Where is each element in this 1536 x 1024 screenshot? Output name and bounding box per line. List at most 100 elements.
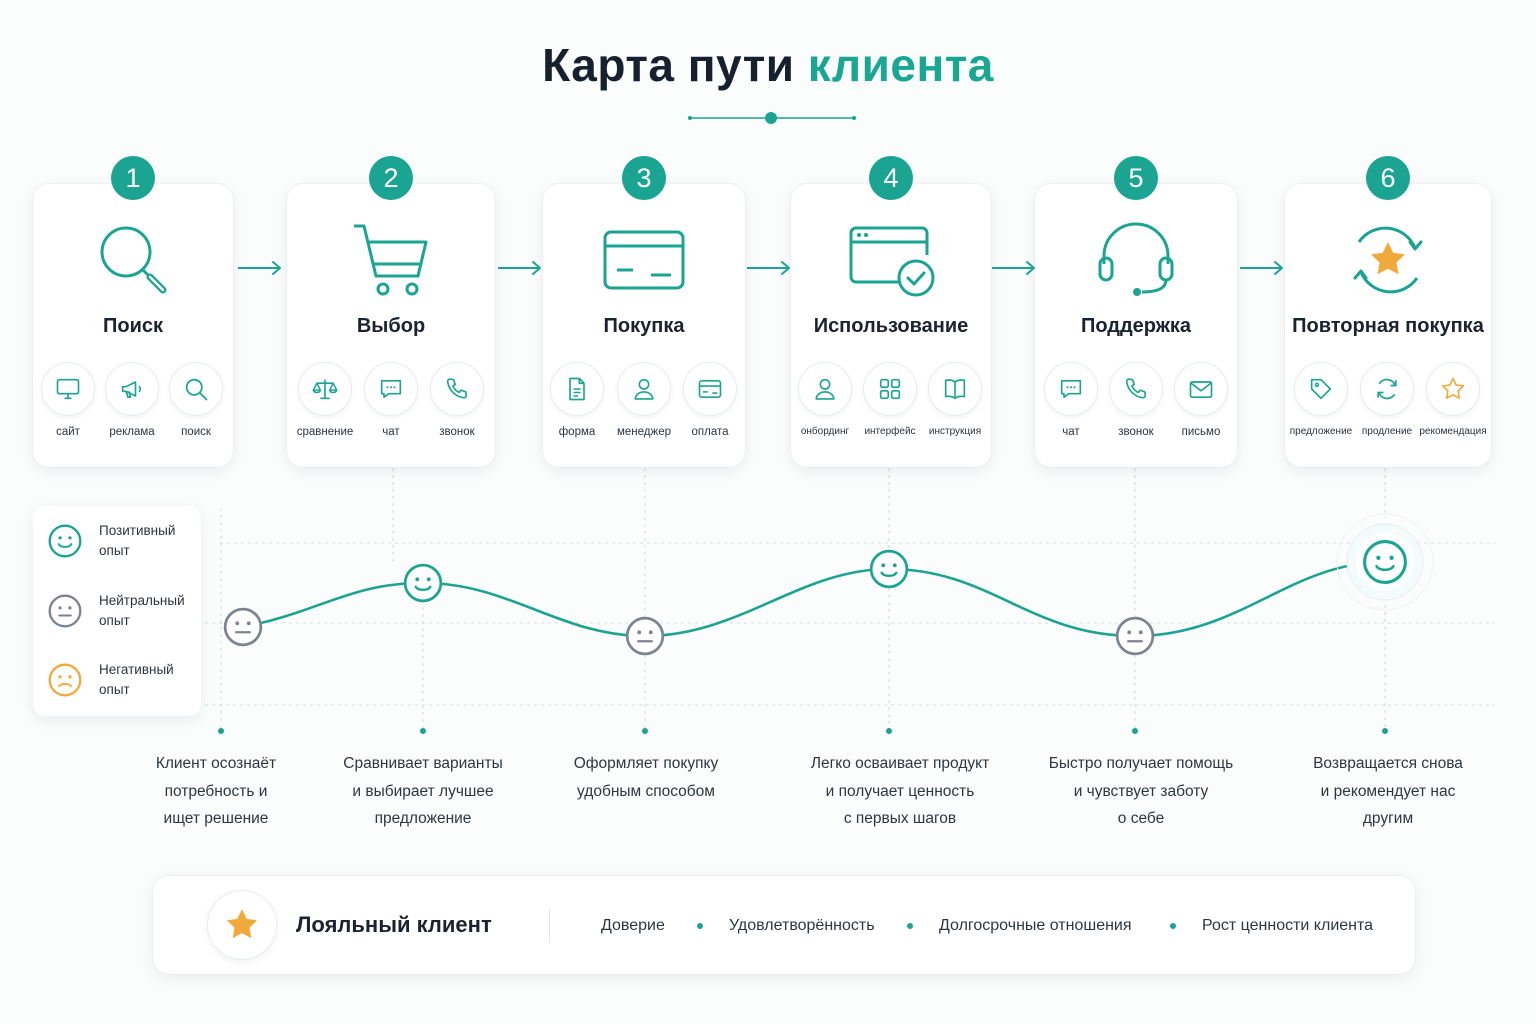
emotion-curve (242, 560, 1386, 638)
phone-icon (1122, 375, 1150, 403)
star-icon (1439, 375, 1467, 403)
legend-negative: Негативный опыт (47, 660, 195, 700)
headset-icon (1098, 222, 1174, 296)
cart-icon (354, 224, 428, 296)
loyal-value: Долгосрочные отношения (939, 917, 1132, 934)
browser-check-icon (849, 226, 935, 297)
emotion-positive-icon (403, 563, 443, 603)
channel-chat: чат (355, 362, 427, 438)
grid-icon (876, 375, 904, 403)
tag-icon (1307, 375, 1335, 403)
title-part2: клиента (807, 39, 994, 91)
stage-card-search: 1 Поиск сайт реклама поиск (32, 156, 233, 467)
arrow-right-icon (1240, 261, 1283, 275)
star-cycle-icon (1353, 226, 1423, 294)
channel-search: поиск (160, 362, 232, 438)
emotion-positive-icon (869, 549, 909, 589)
search-icon (100, 226, 167, 294)
page-title: Карта пути клиента (0, 38, 1536, 92)
emotion-neutral-icon (1115, 616, 1155, 656)
emotion-neutral-icon (223, 607, 263, 647)
stage-card-choice: 2 Выбор сравнение чат звонок (287, 156, 495, 467)
stage-number-badge: 5 (1114, 156, 1158, 200)
bullet-dot (1170, 923, 1176, 929)
scales-icon (311, 375, 339, 403)
stage-title: Использование (813, 315, 969, 337)
arrow-right-icon (238, 261, 281, 275)
megaphone-icon (118, 375, 146, 403)
stage-title: Поддержка (1080, 315, 1192, 337)
stage-number-badge: 2 (369, 156, 413, 200)
channel-manual: инструкция (919, 362, 991, 437)
loyal-value: Рост ценности клиента (1202, 917, 1374, 934)
card-icon (696, 375, 724, 403)
search-icon (182, 375, 210, 403)
user-icon (630, 375, 658, 403)
sad-face-icon (47, 662, 83, 698)
legend-positive: Позитивный опыт (47, 521, 195, 561)
channel-compare: сравнение (289, 362, 361, 438)
stage-number-badge: 3 (622, 156, 666, 200)
arrow-right-icon (992, 261, 1035, 275)
channel-call: звонок (421, 362, 493, 438)
channel-interface: интерфейс (854, 362, 926, 437)
monitor-icon (54, 375, 82, 403)
chat-icon (377, 375, 405, 403)
emotion-neutral-icon (625, 616, 665, 656)
stage-number-badge: 4 (869, 156, 913, 200)
channel-offer: предложение (1285, 362, 1357, 437)
channel-chat: чат (1035, 362, 1107, 438)
star-icon (207, 890, 277, 960)
channel-call: звонок (1100, 362, 1172, 438)
book-icon (941, 375, 969, 403)
emotion-legend: Позитивный опыт Нейтральный опыт Негатив… (33, 506, 201, 716)
channel-payment: оплата (674, 362, 746, 438)
channel-mail: письмо (1165, 362, 1237, 438)
smile-face-icon (47, 523, 83, 559)
stage-card-usage: 4 Использование онбординг интерфейс инст… (789, 156, 991, 467)
legend-neutral: Нейтральный опыт (47, 591, 195, 631)
bullet-dot (907, 923, 913, 929)
loyal-value: Удовлетворённость (729, 917, 875, 934)
arrow-right-icon (498, 261, 541, 275)
bullet-dot (697, 923, 703, 929)
stage-title: Повторная покупка (1292, 315, 1484, 337)
stage-number-badge: 6 (1366, 156, 1410, 200)
phone-icon (443, 375, 471, 403)
stage-title: Поиск (102, 315, 164, 337)
refresh-icon (1373, 375, 1401, 403)
loyal-client-bar: Лояльный клиент Доверие Удовлетворённост… (153, 876, 1415, 974)
channel-renewal: продление (1351, 362, 1423, 437)
document-icon (563, 375, 591, 403)
stage-card-support: 5 Поддержка чат звонок письмо (1035, 156, 1237, 467)
loyal-client-title: Лояльный клиент (296, 912, 492, 937)
stage-card-purchase: 3 Покупка форма менеджер оплата (541, 156, 746, 467)
user-icon (811, 375, 839, 403)
stage-card-repeat-purchase: 6 Повторная покупка предложение продлени… (1285, 156, 1491, 467)
channel-recommendation: рекомендация (1417, 362, 1489, 437)
chat-icon (1057, 375, 1085, 403)
channel-form: форма (541, 362, 613, 438)
credit-card-icon (603, 230, 685, 290)
separator (549, 909, 550, 943)
channel-site: сайт (32, 362, 104, 438)
emotion-positive-icon (1363, 540, 1407, 584)
stage-title: Выбор (356, 315, 426, 337)
channel-onboarding: онбординг (789, 362, 861, 437)
stage-number-badge: 1 (111, 156, 155, 200)
mail-icon (1187, 375, 1215, 403)
arrow-right-icon (747, 261, 790, 275)
stage-title: Покупка (603, 315, 685, 337)
title-part1: Карта пути (542, 39, 795, 91)
neutral-face-icon (47, 593, 83, 629)
channel-manager: менеджер (608, 362, 680, 438)
title-divider (688, 112, 856, 124)
channel-ads: реклама (96, 362, 168, 438)
